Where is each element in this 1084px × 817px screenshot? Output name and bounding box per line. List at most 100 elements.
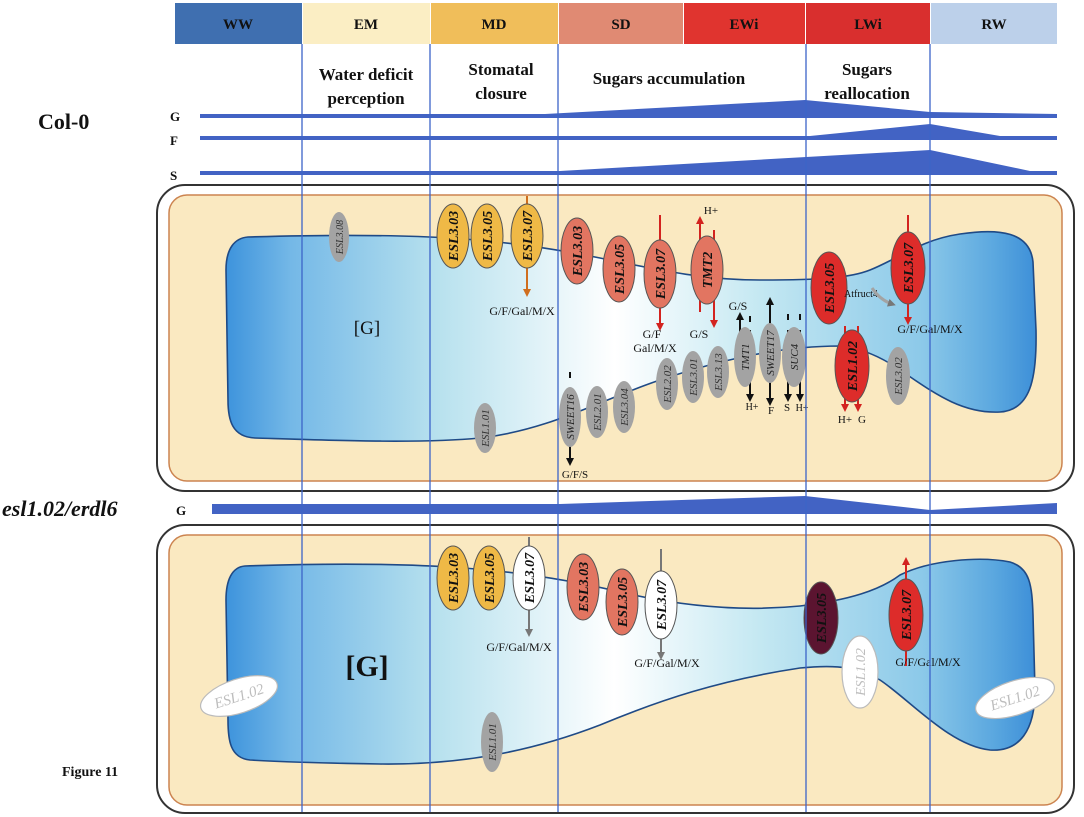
transporter-tmt1: TMT1 (734, 312, 756, 402)
phase-rw-label: RW (981, 17, 1006, 33)
transporter-lwi-esl3-07: ESL3.07 (890, 215, 926, 325)
transporter-lwi-esl3-05: ESL3.05 (810, 251, 848, 325)
transporter-mut-sd-esl3-07: ESL3.07 (644, 549, 678, 660)
transporter-esl3-02: ESL3.02 (886, 347, 910, 405)
phase-em (303, 3, 430, 44)
transporter-md-esl3-05: ESL3.05 (470, 203, 504, 269)
transporter-sd-esl3-05: ESL3.05 (602, 235, 636, 303)
phase-rw (931, 3, 1057, 44)
transporter-mut-lwi-esl3-05: ESL3.05 (803, 581, 839, 655)
sugar-profiles: G F S G (170, 100, 1057, 518)
svg-text:ESL3.05: ESL3.05 (483, 553, 498, 604)
svg-text:ESL3.07: ESL3.07 (655, 579, 670, 631)
svg-text:ESL1.01: ESL1.01 (480, 409, 492, 448)
svg-text:ESL3.05: ESL3.05 (481, 211, 496, 262)
cell-mutant: [G] (156, 524, 1075, 814)
transporter-mut-esl1-01: ESL1.01 (481, 712, 503, 772)
profile-g-label: G (170, 109, 180, 124)
phase-md-label: MD (482, 17, 507, 33)
transporter-esl2-02: ESL2.02 (656, 358, 678, 410)
transporter-esl1-02: ESL1.02 (834, 326, 870, 412)
esl102-h-label: H+ (838, 414, 852, 426)
transporter-mut-md-esl3-03: ESL3.03 (436, 545, 470, 611)
svg-text:ESL3.03: ESL3.03 (571, 226, 586, 277)
transporter-mut-sd-esl3-05: ESL3.05 (605, 568, 639, 636)
atfruct4-label: Atfruct4 (844, 289, 878, 300)
phase-sd-label: SD (611, 17, 630, 33)
profile-glucose-mutant (212, 496, 1057, 514)
process-labels: Water deficit perception Stomatal closur… (319, 60, 911, 108)
svg-text:ESL3.02: ESL3.02 (893, 357, 905, 396)
process-perception: perception (327, 89, 405, 108)
phase-ww-label: WW (223, 17, 253, 33)
tmt2-gs-label: G/S (690, 327, 709, 341)
svg-text:ESL3.03: ESL3.03 (447, 211, 462, 262)
mut-lwi-sugars-label: G/F/Gal/M/X (895, 655, 961, 669)
svg-text:ESL1.01: ESL1.01 (487, 723, 499, 762)
process-stomatal: Stomatal (468, 60, 533, 79)
svg-text:ESL3.07: ESL3.07 (523, 552, 538, 604)
transporter-esl3-13: ESL3.13 (707, 346, 729, 398)
process-sugars: Sugars (842, 60, 892, 79)
svg-text:ESL3.05: ESL3.05 (616, 577, 631, 628)
svg-text:SUC4: SUC4 (789, 343, 801, 370)
suc4-h-label: H+ (796, 403, 809, 414)
transporter-sd-esl3-07: ESL3.07 (643, 215, 677, 331)
process-sugars-accumulation: Sugars accumulation (593, 69, 746, 88)
sweet16-gfs-label: G/F/S (562, 469, 588, 481)
transporter-tmt2: TMT2 (690, 216, 724, 328)
profile-sucrose (200, 150, 1057, 175)
svg-text:ESL3.08: ESL3.08 (335, 220, 346, 255)
vacuole-glucose-label: [G] (354, 318, 380, 339)
svg-text:ESL1.02: ESL1.02 (846, 341, 861, 392)
md-sugars-label: G/F/Gal/M/X (489, 304, 555, 318)
esl102-g-label: G (858, 414, 866, 426)
phase-dividers (301, 44, 931, 812)
transporter-sweet16: SWEET16 (559, 372, 581, 466)
transporter-mut-sd-esl3-03: ESL3.03 (566, 553, 600, 621)
svg-text:ESL3.01: ESL3.01 (688, 358, 700, 397)
top-transporters: ESL3.08 ESL3.03 ESL3.05 ESL3.07 G/F/Gal/… (329, 196, 963, 481)
transporter-esl3-01: ESL3.01 (682, 351, 704, 403)
transporter-mut-md-esl3-07: ESL3.07 (512, 537, 546, 637)
process-closure: closure (475, 84, 527, 103)
transporter-sweet17: SWEET17 (759, 297, 781, 406)
svg-text:ESL3.07: ESL3.07 (900, 589, 915, 641)
tmt2-h-label: H+ (704, 205, 718, 217)
bottom-transporters: ESL1.02 ESL3.03 ESL3.05 ESL3.07 G/F/Gal/… (199, 537, 1055, 772)
profile-g-mut-label: G (176, 503, 186, 518)
svg-text:TMT2: TMT2 (701, 252, 716, 289)
svg-text:ESL3.03: ESL3.03 (447, 553, 462, 604)
cell-col0: [G] (156, 184, 1075, 492)
suc4-s-label: S (784, 402, 790, 414)
transporter-mut-md-esl3-05: ESL3.05 (472, 545, 506, 611)
phase-em-label: EM (354, 17, 378, 33)
svg-text:ESL3.07: ESL3.07 (902, 242, 917, 294)
transporter-esl3-08: ESL3.08 (329, 212, 349, 262)
profile-glucose (200, 100, 1057, 118)
transporter-esl1-01: ESL1.01 (474, 403, 496, 453)
process-reallocation: reallocation (824, 84, 910, 103)
tmt1-gs-label: G/S (729, 299, 748, 313)
svg-text:ESL3.07: ESL3.07 (654, 248, 669, 300)
svg-text:ESL3.05: ESL3.05 (823, 263, 838, 314)
phase-sd (559, 3, 683, 44)
svg-text:ESL3.05: ESL3.05 (815, 593, 830, 644)
svg-text:SWEET16: SWEET16 (565, 394, 577, 440)
svg-text:ESL2.01: ESL2.01 (592, 393, 604, 432)
sd-gf-label: G/F (643, 327, 662, 341)
svg-text:ESL2.02: ESL2.02 (662, 365, 674, 404)
phase-lwi-label: LWi (854, 17, 882, 33)
line-col0: Col-0 (38, 109, 89, 134)
mut-md-sugars-label: G/F/Gal/M/X (486, 640, 552, 654)
tmt1-h-label: H+ (746, 402, 759, 413)
transporter-esl3-04: ESL3.04 (613, 381, 635, 433)
profile-fructose (200, 124, 1057, 140)
svg-text:ESL3.13: ESL3.13 (713, 353, 725, 392)
atfruct4-arrow (870, 287, 896, 307)
phase-ww (175, 3, 302, 44)
svg-text:ESL3.05: ESL3.05 (613, 244, 628, 295)
profile-s-label: S (170, 168, 177, 183)
transporter-esl2-01: ESL2.01 (586, 386, 608, 438)
